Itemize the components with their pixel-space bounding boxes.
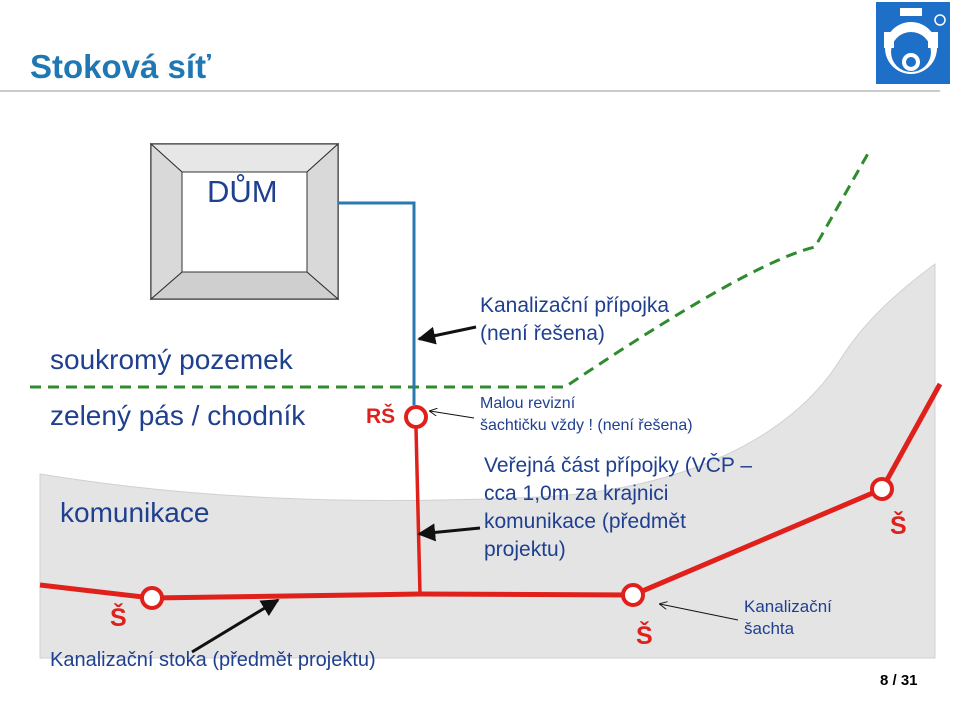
arrow-manhole xyxy=(660,604,739,621)
zone-private: soukromý pozemek xyxy=(50,344,293,375)
page-number: 8 / 31 xyxy=(880,672,918,689)
private-connection-pipe xyxy=(338,201,416,405)
manhole-mark-mid: Š xyxy=(636,622,653,650)
manhole-mark-right: Š xyxy=(890,512,907,540)
property-boundary xyxy=(30,149,872,389)
small-shaft-label-1: Malou revizní xyxy=(480,395,576,412)
public-part-label-3: komunikace (předmět xyxy=(484,510,686,533)
small-shaft-label-2: šachtičku vždy ! (není řešena) xyxy=(480,417,693,434)
manhole-mark-left: Š xyxy=(110,604,127,632)
arrow-public-part xyxy=(417,523,481,542)
public-part-label-4: projektu) xyxy=(484,538,566,561)
arrow-sewer xyxy=(191,598,280,654)
connection-label-2: (není řešena) xyxy=(480,322,605,345)
inspection-shaft-circle xyxy=(404,405,428,429)
inspection-shaft-label: RŠ xyxy=(366,405,396,428)
arrow-connection xyxy=(417,325,477,345)
public-connection-pipe xyxy=(414,427,422,595)
manhole-label-1: Kanalizační xyxy=(744,597,832,616)
connection-label-1: Kanalizační přípojka xyxy=(480,294,670,317)
logo-icon xyxy=(876,2,950,84)
sewer-label: Kanalizační stoka (předmět projektu) xyxy=(50,649,376,671)
public-part-label-2: cca 1,0m za krajnici xyxy=(484,482,669,505)
zone-road: komunikace xyxy=(60,497,210,528)
house xyxy=(149,142,340,301)
manhole-right xyxy=(870,477,894,501)
manhole-left xyxy=(140,586,164,610)
zone-green-strip: zelený pás / chodník xyxy=(50,400,306,431)
manhole-label-2: šachta xyxy=(744,619,795,638)
house-label: DŮM xyxy=(207,174,278,209)
sewer-line xyxy=(39,382,943,601)
manhole-mid xyxy=(621,583,645,607)
public-part-label-1: Veřejná část přípojky (VČP – xyxy=(484,454,753,477)
page-title: Stoková síť xyxy=(30,48,211,85)
arrow-small-shaft xyxy=(430,411,475,419)
